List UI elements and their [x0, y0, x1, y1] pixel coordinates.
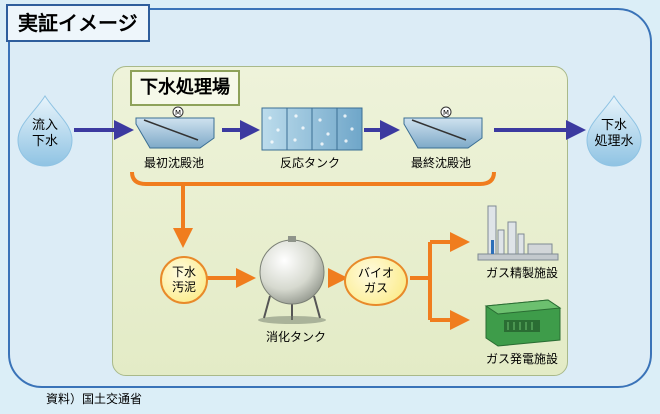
primary-settling-tank-icon: M	[135, 106, 215, 149]
inflow-label-line2: 下水	[31, 134, 58, 149]
final-settling-tank-icon: M	[403, 106, 483, 149]
primary-settling-label: 最初沈殿池	[144, 156, 205, 170]
sludge-line1: 下水	[171, 265, 196, 279]
sludge-collection-line	[130, 171, 496, 186]
reaction-tank-label: 反応タンク	[280, 156, 341, 170]
inflow-label: 流入 下水	[17, 118, 73, 150]
gas-generator-icon	[484, 299, 562, 347]
svg-text:M: M	[175, 109, 181, 117]
biogas-line2: ガス	[363, 281, 388, 295]
outflow-drop: 下水 処理水	[586, 104, 642, 168]
outflow-label-line2: 処理水	[594, 134, 634, 149]
digester-label: 消化タンク	[266, 330, 327, 344]
gas-refinery-label: ガス精製施設	[486, 266, 559, 280]
outflow-drop-icon	[586, 95, 642, 167]
outflow-label: 下水 処理水	[586, 118, 642, 150]
plant-title: 下水処理場	[130, 70, 240, 106]
outflow-label-line1: 下水	[600, 118, 627, 133]
gas-refinery-icon	[477, 205, 559, 261]
digester-tank-icon	[258, 236, 326, 324]
biogas-line1: バイオ	[357, 266, 394, 280]
biogas-branch-line	[410, 242, 432, 320]
sewage-sludge-node: 下水 汚泥	[160, 256, 208, 304]
gas-generator-label: ガス発電施設	[486, 352, 559, 366]
reaction-tank-icon	[261, 107, 363, 151]
diagram-title: 実証イメージ	[6, 4, 150, 42]
svg-text:M: M	[443, 109, 449, 117]
inflow-drop-icon	[17, 95, 73, 167]
inflow-label-line1: 流入	[31, 118, 58, 133]
final-settling-label: 最終沈殿池	[411, 156, 472, 170]
inflow-drop: 流入 下水	[17, 104, 73, 168]
sludge-line2: 汚泥	[171, 280, 196, 294]
source-note: 資料）国土交通省	[46, 392, 143, 406]
biogas-node: バイオ ガス	[344, 256, 408, 306]
